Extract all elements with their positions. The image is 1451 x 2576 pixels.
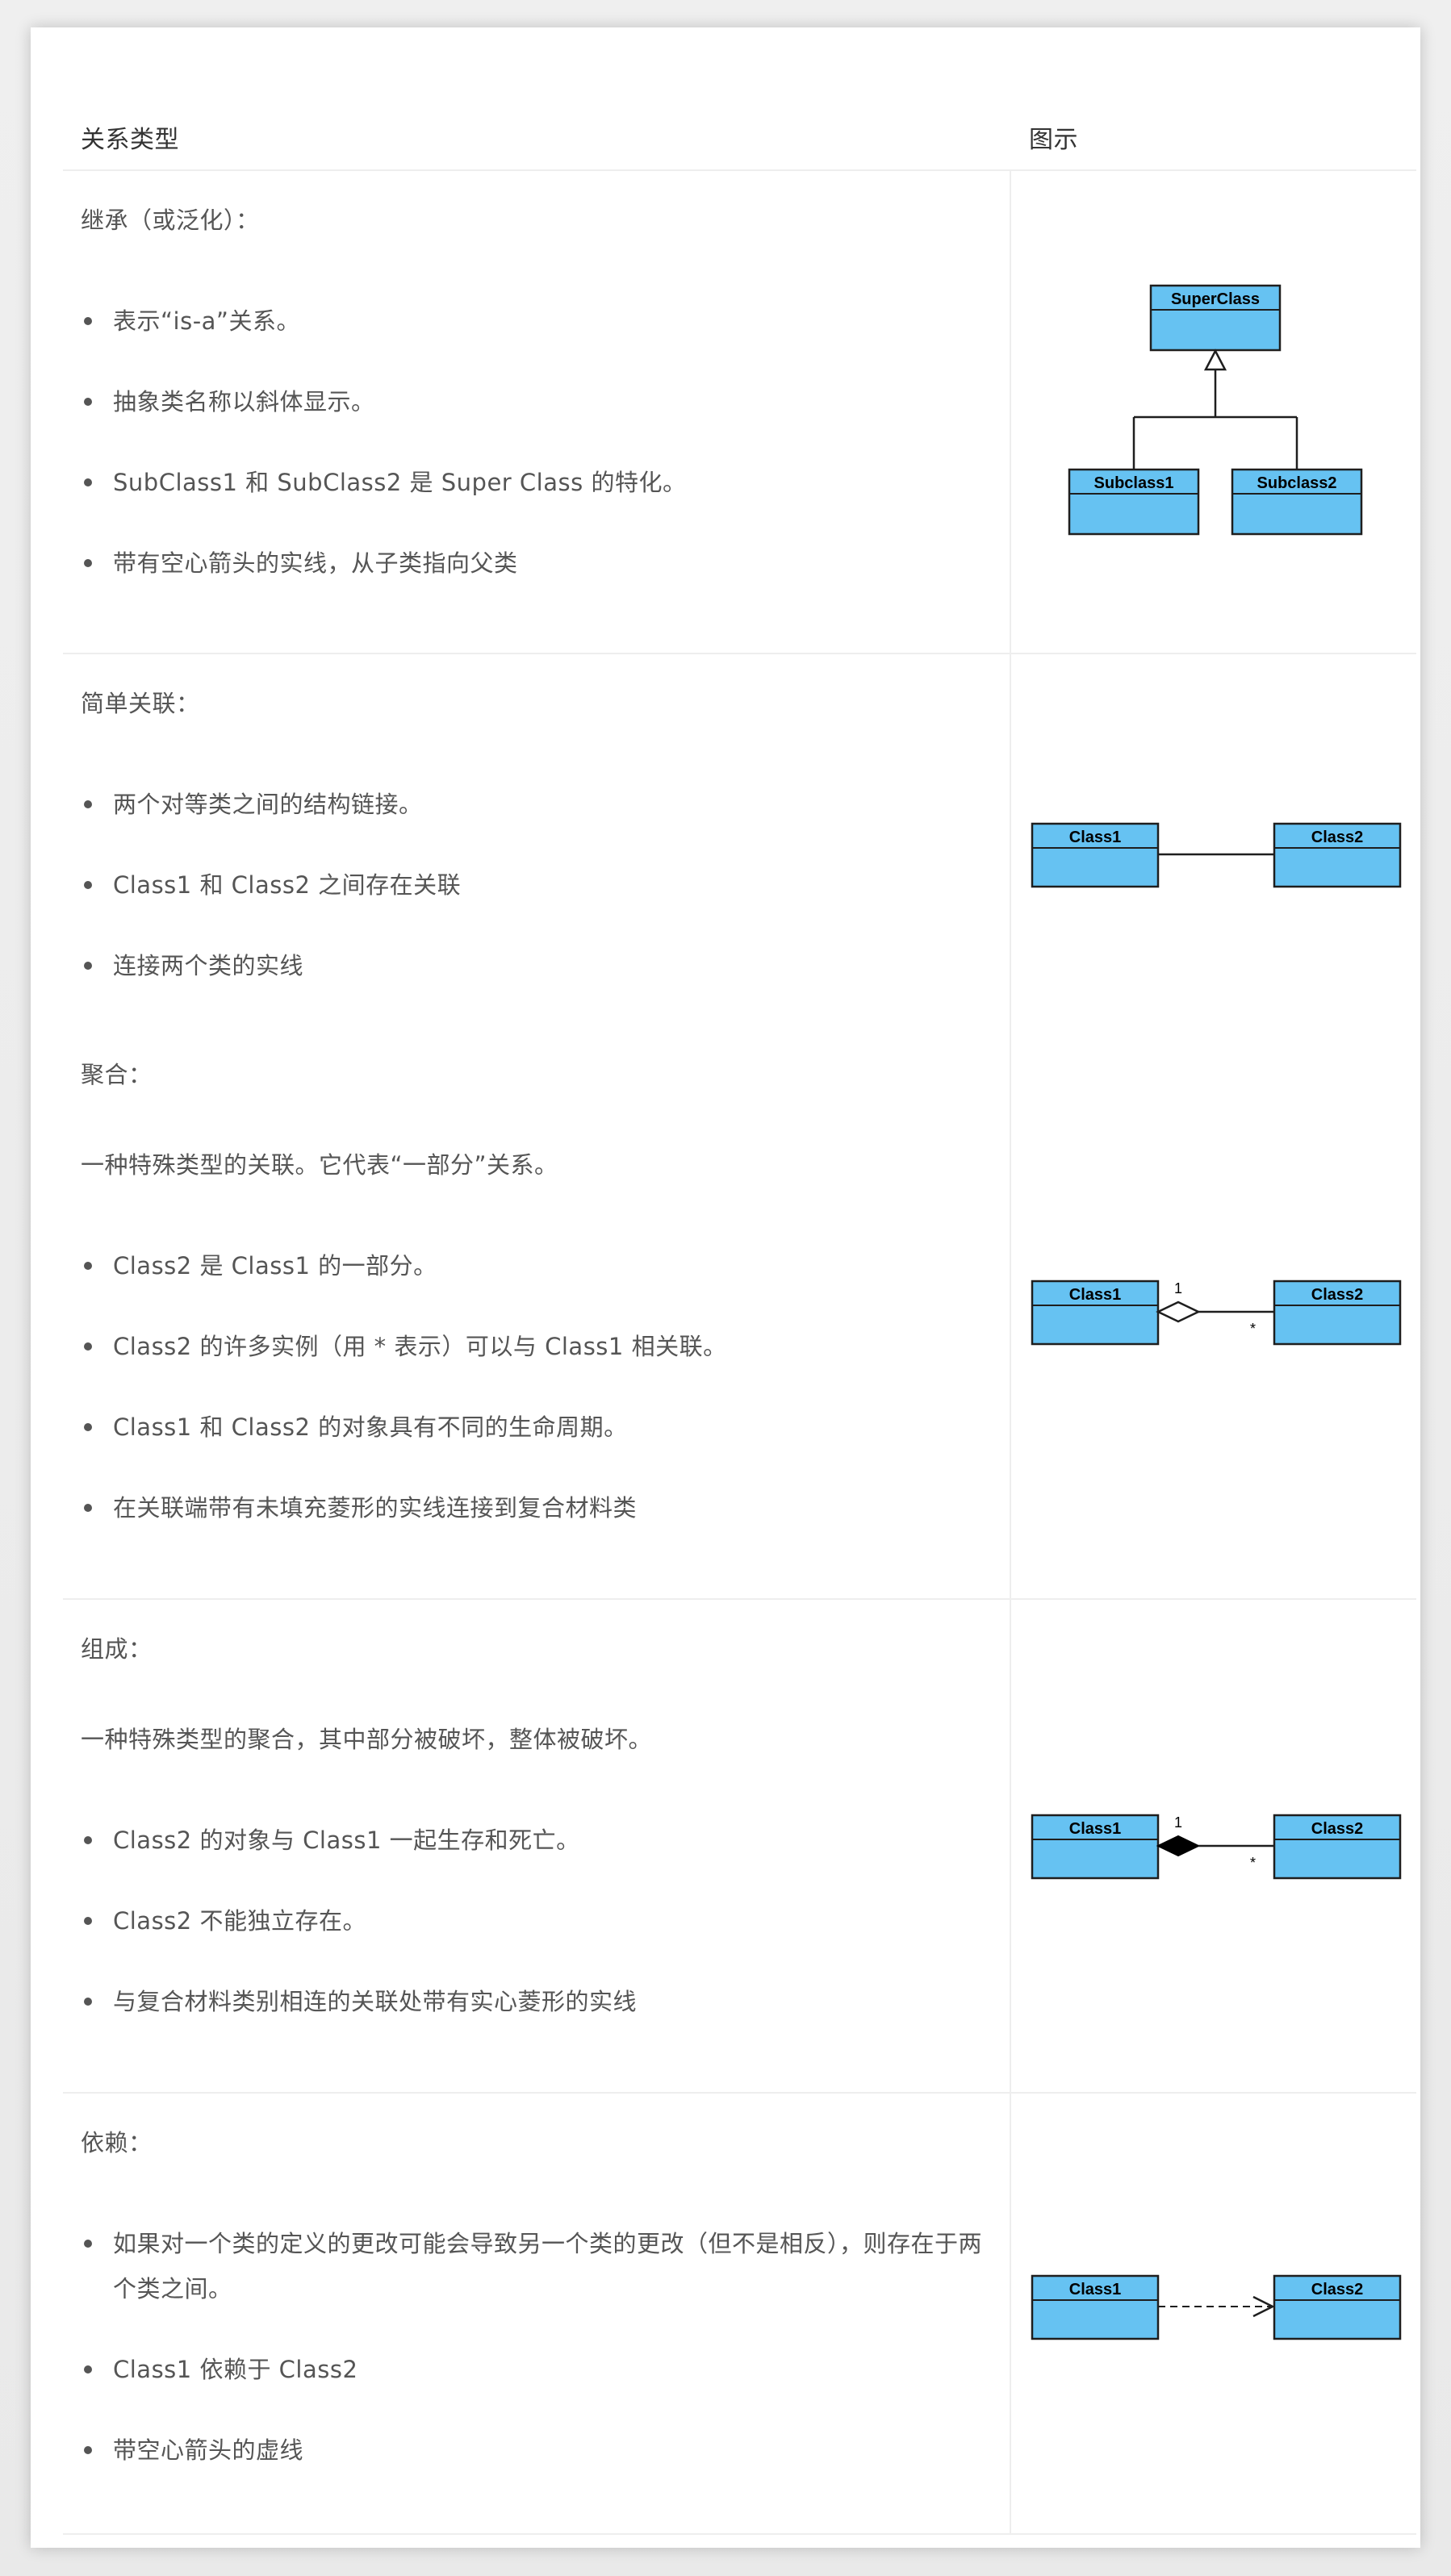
row-label: 组成： [81,1635,153,1663]
class2-label: Class2 [1311,2281,1364,2298]
list-item: 连接两个类的实线 [63,943,983,988]
composition-diagram: Class1 1 * Class2 [1031,1814,1402,1880]
open-arrow-icon [1252,2295,1275,2318]
list-item: 两个对等类之间的结构链接。 [63,782,983,827]
header-relationship-type: 关系类型 [81,126,179,154]
description-cell: 依赖： 如果对一个类的定义的更改可能会导致另一个类的更改（但不是相反），则存在于… [63,2094,1010,2533]
subclass2-box: Subclass2 [1231,468,1363,536]
list-item: 在关联端带有未填充菱形的实线连接到复合材料类 [63,1485,983,1530]
class1-box: Class1 [1031,1280,1160,1346]
bullet-list: 如果对一个类的定义的更改可能会导致另一个类的更改（但不是相反），则存在于两个类之… [63,2221,983,2508]
subclass2-label: Subclass2 [1257,474,1337,492]
intro-text: 一种特殊类型的关联。它代表“一部分”关系。 [81,1151,558,1179]
row-label: 继承（或泛化）： [81,207,260,234]
table-header: 关系类型 图示 [63,56,1416,169]
class1-label: Class1 [1069,1820,1122,1838]
association-aggregation-diagrams: Class1 Class2 [1031,822,1402,1346]
list-item: 抽象类名称以斜体显示。 [63,379,983,424]
subclass1-box: Subclass1 [1068,468,1200,536]
list-item: 带空心箭头的虚线 [63,2428,983,2473]
multiplicity-left: 1 [1174,1814,1182,1831]
row-label: 依赖： [81,2129,153,2156]
class2-label: Class2 [1311,829,1364,846]
list-item: 与复合材料类别相连的关联处带有实心菱形的实线 [63,1979,983,2024]
list-item: Class2 的对象与 Class1 一起生存和死亡。 [63,1818,983,1863]
class1-box: Class1 [1031,2274,1160,2340]
inheritance-diagram: SuperClass Subclass1 Subc [1068,284,1363,536]
bullet-list: Class2 是 Class1 的一部分。 Class2 的许多实例（用 * 表… [63,1243,983,1566]
list-item: 如果对一个类的定义的更改可能会导致另一个类的更改（但不是相反），则存在于两个类之… [63,2221,983,2311]
class1-box: Class1 [1031,822,1160,888]
class2-box: Class2 [1273,1814,1402,1880]
description-cell: 继承（或泛化）： 表示“is-a”关系。 抽象类名称以斜体显示。 SubClas… [63,171,1010,653]
description-cell: 简单关联： 两个对等类之间的结构链接。 Class1 和 Class2 之间存在… [63,654,1010,1598]
table-row-association-aggregation: 简单关联： 两个对等类之间的结构链接。 Class1 和 Class2 之间存在… [63,653,1416,1598]
diagram-cell: Class1 Class2 [1010,2094,1416,2533]
row-label: 简单关联： [81,690,200,717]
filled-diamond-icon [1156,1835,1201,1857]
list-item: Class2 不能独立存在。 [63,1898,983,1943]
hollow-diamond-icon [1156,1301,1201,1323]
table-row-composition: 组成： 一种特殊类型的聚合，其中部分被破坏，整体被破坏。 Class2 的对象与… [63,1598,1416,2092]
bullet-list: Class2 的对象与 Class1 一起生存和死亡。 Class2 不能独立存… [63,1818,983,2060]
list-item: SubClass1 和 SubClass2 是 Super Class 的特化。 [63,460,983,505]
multiplicity-right: * [1250,1321,1256,1337]
class1-label: Class1 [1069,2281,1122,2298]
header-diagram: 图示 [1029,126,1078,154]
table-row-inheritance: 继承（或泛化）： 表示“is-a”关系。 抽象类名称以斜体显示。 SubClas… [63,169,1416,653]
class2-label: Class2 [1311,1820,1364,1838]
class2-box: Class2 [1273,1280,1402,1346]
class2-label: Class2 [1311,1286,1364,1304]
intro-text: 一种特殊类型的聚合，其中部分被破坏，整体被破坏。 [81,1726,653,1753]
association-diagram: Class1 Class2 [1031,822,1402,888]
table-row-dependency: 依赖： 如果对一个类的定义的更改可能会导致另一个类的更改（但不是相反），则存在于… [63,2092,1416,2535]
class2-box: Class2 [1273,822,1402,888]
description-cell: 组成： 一种特殊类型的聚合，其中部分被破坏，整体被破坏。 Class2 的对象与… [63,1600,1010,2092]
class2-box: Class2 [1273,2274,1402,2340]
class1-label: Class1 [1069,1286,1122,1304]
list-item: 带有空心箭头的实线，从子类指向父类 [63,541,983,586]
multiplicity-left: 1 [1174,1280,1182,1296]
list-item: Class1 和 Class2 之间存在关联 [63,862,983,908]
diagram-cell: Class1 1 * Class2 [1010,1600,1416,2092]
dependency-diagram: Class1 Class2 [1031,2274,1402,2340]
list-item: Class2 的许多实例（用 * 表示）可以与 Class1 相关联。 [63,1324,983,1369]
diagram-cell: SuperClass Subclass1 Subc [1010,171,1416,653]
relationship-table: 关系类型 图示 继承（或泛化）： 表示“is-a”关系。 抽象类名称以斜体显示。… [63,56,1416,2535]
superclass-box: SuperClass [1149,284,1282,352]
list-item: 表示“is-a”关系。 [63,299,983,344]
list-item: Class1 依赖于 Class2 [63,2347,983,2392]
hollow-triangle-arrow-icon [1203,349,1227,371]
list-item: Class1 和 Class2 的对象具有不同的生命周期。 [63,1405,983,1450]
multiplicity-right: * [1250,1855,1256,1871]
superclass-label: SuperClass [1171,290,1260,308]
bullet-list: 两个对等类之间的结构链接。 Class1 和 Class2 之间存在关联 连接两… [63,782,983,1024]
class1-box: Class1 [1031,1814,1160,1880]
list-item: Class2 是 Class1 的一部分。 [63,1243,983,1288]
class1-label: Class1 [1069,829,1122,846]
row-label: 聚合： [81,1061,153,1088]
aggregation-diagram: Class1 1 * Class2 [1031,1280,1402,1346]
content-card: 关系类型 图示 继承（或泛化）： 表示“is-a”关系。 抽象类名称以斜体显示。… [31,27,1420,2548]
bullet-list: 表示“is-a”关系。 抽象类名称以斜体显示。 SubClass1 和 SubC… [63,299,983,621]
diagram-cell: Class1 Class2 [1010,654,1416,1598]
subclass1-label: Subclass1 [1094,474,1174,492]
